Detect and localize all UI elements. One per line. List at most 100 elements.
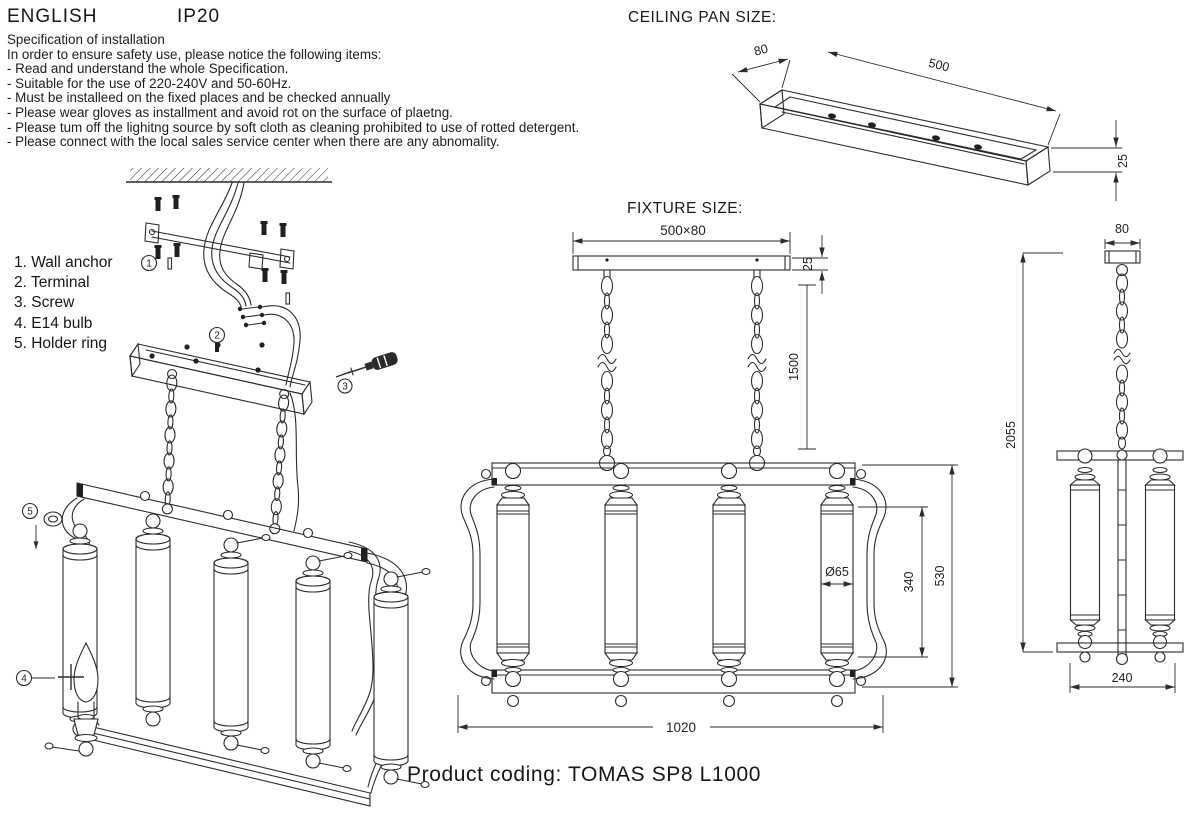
callout-4-label: 4 — [21, 674, 27, 685]
fixture-size-title: FIXTURE SIZE: — [627, 200, 743, 217]
dim-shade-diameter-label: Ø65 — [825, 565, 849, 579]
dim-canopy-label: 500×80 — [660, 223, 705, 238]
pan-right-face — [1025, 146, 1051, 186]
dim-height-label: 25 — [1116, 154, 1130, 168]
stem-finial — [1115, 652, 1129, 666]
fixture-front-view-drawing: 500×80 25 1500 — [457, 223, 958, 735]
ceiling-pan-size-title: CEILING PAN SIZE: — [628, 9, 777, 26]
parts-list-item: 5. Holder ring — [14, 334, 108, 352]
bottom-cross-bar — [1056, 642, 1184, 653]
parts-list-item: 1. Wall anchor — [14, 254, 113, 271]
rail-end-cap — [850, 478, 855, 485]
screw-icon — [335, 367, 354, 378]
exploded-chain — [161, 368, 178, 515]
exploded-chain — [268, 388, 291, 535]
dim-line-depth — [737, 58, 789, 73]
spec-item: - Please connect with the local sales se… — [7, 134, 500, 150]
glass-shade-front — [295, 555, 331, 769]
parts-list-item: 3. Screw — [14, 294, 75, 312]
dim-total-width-label: 1020 — [666, 720, 696, 735]
dim-canopy-height-label: 25 — [801, 257, 815, 271]
rail-end-cap — [492, 670, 497, 677]
ext-line — [781, 59, 791, 89]
e14-bulb — [44, 641, 99, 757]
glass-shade-side — [1069, 448, 1101, 663]
callout-3-label: 3 — [342, 382, 348, 393]
glass-shade-side — [1144, 448, 1176, 663]
parts-list-item: 2. Terminal — [14, 274, 90, 292]
callout-3-circle — [337, 378, 353, 394]
screwdriver — [347, 352, 398, 374]
spec-title: Specification of installation — [7, 32, 165, 47]
frame-right-arm — [852, 478, 887, 680]
canopy-hole — [755, 258, 759, 262]
callout-5-circle — [21, 502, 39, 520]
fixture-side-view-drawing: 80 2055 — [1004, 222, 1184, 693]
dim-body-height-label: 530 — [933, 566, 947, 587]
suspension-chain — [1113, 273, 1131, 450]
glass-shade-front — [213, 537, 249, 751]
pan-floor-line — [781, 111, 1025, 165]
parts-list-item: 4. E14 bulb — [14, 314, 93, 332]
dim-canopy-width-label: 80 — [1115, 222, 1129, 236]
spec-item: - Read and understand the whole Specific… — [7, 61, 289, 77]
callout-5-label: 5 — [27, 507, 33, 518]
language-heading: ENGLISH — [7, 6, 98, 27]
spec-intro: In order to ensure safety use, please no… — [7, 46, 382, 62]
parts-list: 1. Wall anchor 2. Terminal 3. Screw 4. E… — [14, 253, 113, 354]
spec-item: - Must be installeed on the fixed places… — [7, 90, 391, 106]
ceiling-hatch — [126, 168, 332, 183]
glass-shade-back — [62, 523, 98, 737]
side-knob — [855, 468, 867, 480]
spec-item: - Please tum off the lighitng source by … — [7, 119, 580, 135]
rail-end-cap — [492, 478, 497, 485]
frame-left-arm — [460, 478, 495, 680]
product-coding: Product coding: TOMAS SP8 L1000 — [407, 763, 762, 786]
callout-1-circle — [140, 254, 158, 272]
pan-left-face — [759, 89, 785, 129]
ext-line — [731, 73, 761, 103]
ip-rating: IP20 — [177, 6, 221, 27]
callout-1-label: 1 — [146, 259, 152, 270]
wire-along-chain — [289, 392, 300, 532]
callout-2-label: 2 — [214, 331, 220, 342]
mounting-bracket — [144, 222, 295, 270]
glass-shade-back — [135, 513, 171, 727]
holder-ring-icon — [43, 511, 63, 527]
central-stem — [1117, 459, 1127, 664]
suspension-chain — [597, 269, 617, 472]
canopy-ball — [1115, 263, 1129, 277]
rail-end-cap — [850, 670, 855, 677]
bulb-contact-cross — [58, 664, 84, 690]
mains-wires — [203, 182, 252, 308]
exploded-installation-drawing: 1 2 — [15, 168, 431, 807]
callout-4-circle — [15, 669, 33, 687]
ceiling-pan-exploded — [129, 342, 313, 416]
dim-shade-height-label: 340 — [902, 572, 916, 593]
glass-shade-front — [373, 571, 409, 785]
canopy-hole — [605, 258, 609, 262]
installation-spec-text: Specification of installation In order t… — [7, 32, 580, 150]
stem-knuckle — [1116, 449, 1128, 461]
ceiling-pan-drawing: 80 500 25 — [731, 42, 1130, 201]
pan-inner-rim — [773, 96, 1038, 160]
side-knob — [480, 468, 492, 480]
spec-item: - Please wear gloves as installment and … — [7, 104, 453, 120]
dim-depth-label: 240 — [1112, 671, 1133, 685]
dim-chain-label: 1500 — [787, 353, 801, 381]
dim-length-label: 500 — [927, 56, 951, 75]
spec-item: - Suitable for the use of 220-240V and 5… — [7, 75, 292, 91]
suspension-chain — [747, 269, 767, 472]
ext-line — [1047, 113, 1061, 146]
callout-2-circle — [208, 326, 226, 344]
thumb-screw-pegs — [236, 533, 431, 789]
dim-depth-label: 80 — [752, 42, 769, 59]
canopy-bar — [572, 255, 791, 271]
pan-mounting-holes — [828, 113, 982, 150]
canopy-side — [1104, 250, 1141, 264]
frame-top-rail — [491, 462, 856, 486]
terminal-block — [237, 304, 301, 388]
dim-line-length — [827, 51, 1057, 112]
pan-top-rim — [758, 89, 1050, 162]
